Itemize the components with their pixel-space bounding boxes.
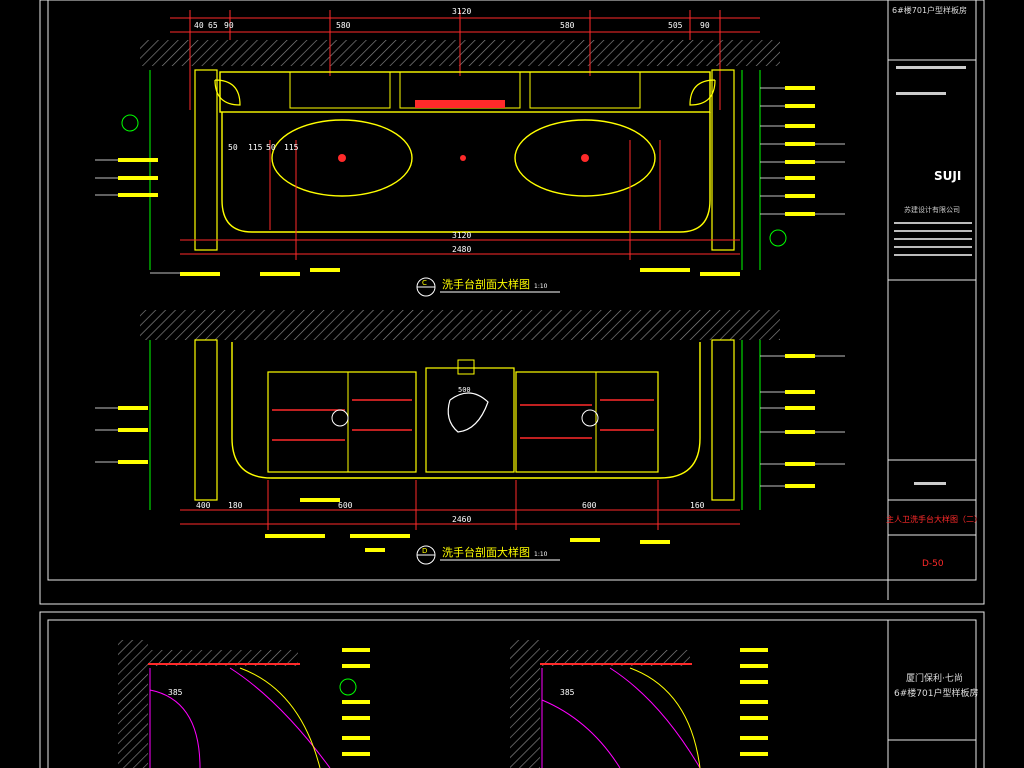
dim-top-b: 580: [560, 21, 575, 30]
sheet-frames: [39, 0, 985, 768]
title-c: C 洗手台剖面大样图 1:10: [416, 277, 560, 297]
project-name-1: 厦门保利·七尚: [906, 672, 963, 684]
title-block: 6#楼701户型样板房 SUJI 苏建设计有限公司 主人卫洗手台大样图（二） D…: [886, 5, 982, 699]
title-d-text: 洗手台剖面大样图: [442, 545, 530, 559]
dim-d-b: 600: [582, 501, 597, 510]
dim-top-left-0: 40: [194, 21, 204, 30]
dim-detail-right: 385: [560, 688, 575, 697]
title-d-id: D: [422, 547, 427, 555]
logo-text: SUJI: [934, 169, 961, 183]
dim-d-small-1: 180: [228, 501, 243, 510]
title-d: D 洗手台剖面大样图 1:10: [416, 545, 560, 565]
drawing-c: 3120 580 580 40 65 90 505 90: [95, 7, 845, 297]
company-name: 苏建设计有限公司: [904, 205, 960, 214]
dim-d-small-2: 160: [690, 501, 705, 510]
drawing-d: 500 600 600 2460 400 180 160: [95, 310, 845, 565]
detail-left: 385: [118, 640, 370, 768]
detail-right: 385: [510, 640, 768, 768]
dim-top-total: 3120: [452, 7, 471, 16]
dim-c-vert-2: 50: [266, 143, 276, 152]
title-block-top: 6#楼701户型样板房: [892, 5, 967, 15]
dim-c-vert-3: 115: [284, 143, 299, 152]
dim-c-vert-1: 115: [248, 143, 263, 152]
dim-inner-label: 500: [458, 386, 471, 394]
title-c-text: 洗手台剖面大样图: [442, 277, 530, 291]
dim-top-left-1: 65: [208, 21, 218, 30]
dim-d-a: 600: [338, 501, 353, 510]
dim-d-total: 2460: [452, 515, 471, 524]
dim-detail-left: 385: [168, 688, 183, 697]
vanity-c-basin-outline: [221, 112, 711, 233]
faucet-symbol: [447, 392, 489, 433]
title-d-scale: 1:10: [534, 551, 548, 558]
dim-top-right-0: 505: [668, 21, 683, 30]
drawing-name: 主人卫洗手台大样图（二）: [886, 514, 982, 524]
dim-c-bottom-total: 3120: [452, 231, 471, 240]
dim-c-vert-0: 50: [228, 143, 238, 152]
title-c-id: C: [422, 279, 427, 287]
dim-c-bottom-inner: 2480: [452, 245, 471, 254]
project-name-2: 6#楼701户型样板房: [894, 687, 978, 699]
dim-top-a: 580: [336, 21, 351, 30]
dim-top-left-2: 90: [224, 21, 234, 30]
wall-hatch-mid: [140, 310, 780, 340]
sheet-number: D-50: [922, 559, 944, 569]
basin-right: [514, 119, 656, 197]
basin-left: [271, 119, 413, 197]
dim-d-small-0: 400: [196, 501, 211, 510]
title-c-scale: 1:10: [534, 283, 548, 290]
dim-top-right-1: 90: [700, 21, 710, 30]
vanity-d-outline: [231, 342, 701, 479]
